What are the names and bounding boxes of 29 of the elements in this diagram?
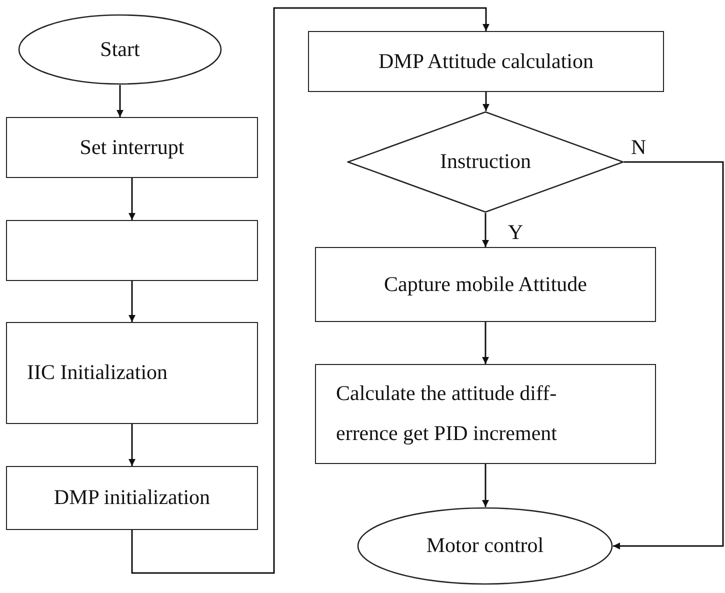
process-box (308, 31, 664, 92)
node-text: IIC Initialization (27, 359, 168, 386)
terminal-ellipse (18, 14, 222, 85)
process-box (315, 247, 656, 322)
node-text: DMP Attitude calculation (378, 48, 594, 75)
node-text: Motor control (426, 532, 544, 560)
arrow (131, 7, 490, 574)
arrow (128, 424, 136, 466)
arrow (482, 213, 489, 247)
process-box (6, 117, 258, 178)
node-text: Instruction (440, 148, 531, 176)
arrow (482, 464, 489, 507)
process-box (6, 466, 258, 530)
arrow (116, 85, 124, 117)
arrow (613, 161, 724, 550)
decision-diamond (347, 111, 624, 213)
process-box (6, 220, 258, 281)
node-text: Calculate the attitude diff- errence get PID increment (336, 380, 558, 447)
node-text: Start (100, 36, 140, 63)
node-text: Set interrupt (80, 134, 184, 161)
arrow (128, 178, 136, 220)
process-box (315, 364, 656, 464)
process-box (6, 322, 258, 424)
node-text: Capture mobile Attitude (384, 270, 587, 298)
arrow (482, 92, 490, 111)
arrow (128, 281, 136, 322)
node-text: DMP initialization (54, 484, 210, 512)
terminal-ellipse (357, 507, 613, 585)
arrow (482, 322, 489, 364)
